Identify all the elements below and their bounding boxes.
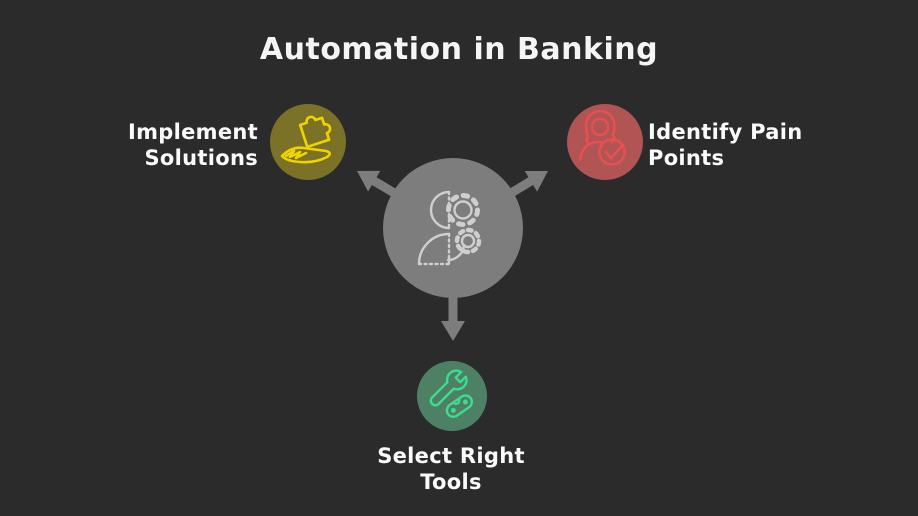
person-checkmark-icon	[578, 109, 626, 166]
label-line: Implement	[128, 120, 258, 144]
label-line: Solutions	[144, 146, 258, 170]
automation-person-gears-icon	[417, 190, 482, 266]
arrowhead-identify-pain-points	[524, 171, 548, 192]
node-identify-pain-points	[567, 104, 643, 180]
select-right-tools-circle	[417, 361, 487, 431]
label-line: Points	[648, 146, 725, 170]
label-line: Select Right	[377, 444, 525, 468]
hub-circle	[383, 158, 523, 298]
wrench-tools-icon	[429, 369, 474, 419]
node-implement-solutions	[270, 104, 346, 180]
page-title: Automation in Banking	[259, 32, 659, 67]
label-identify-pain-points: Identify Pain Points	[648, 119, 868, 171]
node-select-right-tools	[417, 361, 487, 431]
arrowhead-select-right-tools	[441, 321, 465, 341]
hand-holding-puzzle-icon	[280, 115, 332, 164]
label-select-right-tools: Select Right Tools	[331, 443, 571, 495]
implement-solutions-circle	[270, 104, 346, 180]
label-line: Identify Pain	[648, 120, 803, 144]
label-line: Tools	[420, 470, 482, 494]
arrowhead-implement-solutions	[357, 170, 381, 192]
label-implement-solutions: Implement Solutions	[58, 119, 258, 171]
